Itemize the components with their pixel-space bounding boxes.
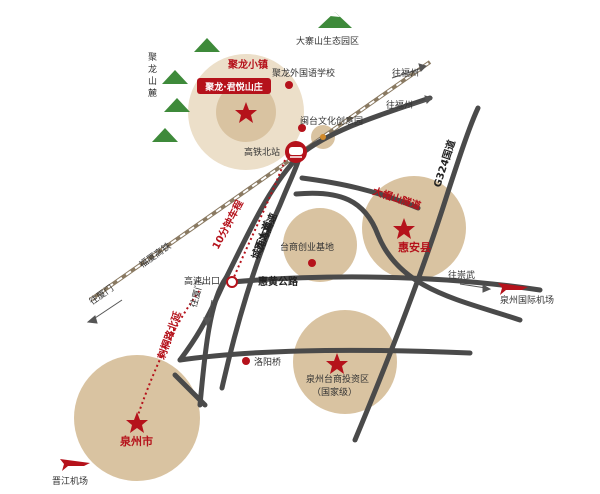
star-icon [126,412,148,433]
highway-exit-icon [226,276,238,288]
label-hsr-north: 高铁北站 [244,146,280,158]
arrow-fuzhou-2 [397,99,429,111]
julong-estate-badge [197,78,271,94]
location-dot-icon [242,357,250,365]
arrow-head [482,284,492,293]
label-highway-exit: 高速出口 [184,275,220,287]
label-quanzhou: 泉州市 [119,434,153,448]
mountain-icon [162,70,188,84]
arrow-fuzhou-1 [391,67,423,79]
shenhai-highway [197,95,433,408]
label-railway: 福厦高铁 [137,240,173,270]
train-station-icon [285,141,307,163]
arrow-head [86,315,98,324]
label-luoyang-bridge: 洛阳桥 [254,356,281,368]
airplane-icon [498,283,528,295]
railway-dashes [89,61,431,301]
ten-min-route [231,159,286,283]
label-foreign-school: 聚龙外国语学校 [272,67,335,79]
location-dot-icon [285,81,293,89]
arrow-head [424,95,433,104]
g324-road [352,105,481,443]
mountain-icon [164,98,190,112]
mountain-icon [318,12,352,28]
label-daizhai-park: 大寨山生态园区 [296,35,359,47]
label-taishang-zone-sub: （国家级） [312,386,357,398]
dazhushan-road [299,175,421,211]
label-quanzhou-airport: 泉州国际机场 [500,294,554,306]
huihuang-road [229,274,543,293]
label-jinjiang-airport: 晋江机场 [52,475,88,487]
label-culture-park: 闽台文化创意园 [300,115,363,127]
label-quanzhou-north: 刺桐路北延 [154,309,184,362]
label-to-chongwu: 往崇武 [448,269,475,281]
quanzhou-north-route [136,289,201,419]
label-huihuang: 惠黄公路 [258,275,299,288]
label-taishang-base: 台商创业基地 [280,241,334,253]
label-taishang-zone: 泉州台商投资区 [306,373,369,385]
chengxi-avenue [219,152,303,391]
taishang-base-circle [283,208,357,282]
west-loop [177,275,229,363]
star-icon [393,218,415,239]
label-julong-estate: 聚龙·君悦山庄 [204,81,262,93]
airplane-icon [60,459,90,471]
mountain-icon [152,128,178,142]
label-to-fuzhou-1: 往福州 [392,67,419,79]
location-dot-icon [320,134,326,140]
label-to-xiamen-1: 往厦门 [87,282,116,307]
location-dot-icon [308,259,316,267]
location-dot-icon [298,124,306,132]
arrow-xiamen-1 [91,299,123,321]
luoyang-road [177,347,473,363]
arrow-xiamen-2 [207,299,213,321]
label-julong-town: 聚龙小镇 [227,58,268,71]
label-julong-mountain: 聚龙山麓 [148,52,157,99]
label-huian: 惠安县 [398,240,431,254]
star-icon [326,353,348,374]
label-to-fuzhou-2: 往福州 [386,99,413,111]
mountain-icon [194,38,220,52]
star-icon [235,102,257,123]
east-road [293,190,523,323]
quanzhou-link [172,372,208,408]
arrow-chongwu [459,283,487,289]
arrow-head [418,63,427,72]
arrow-head [203,317,212,327]
